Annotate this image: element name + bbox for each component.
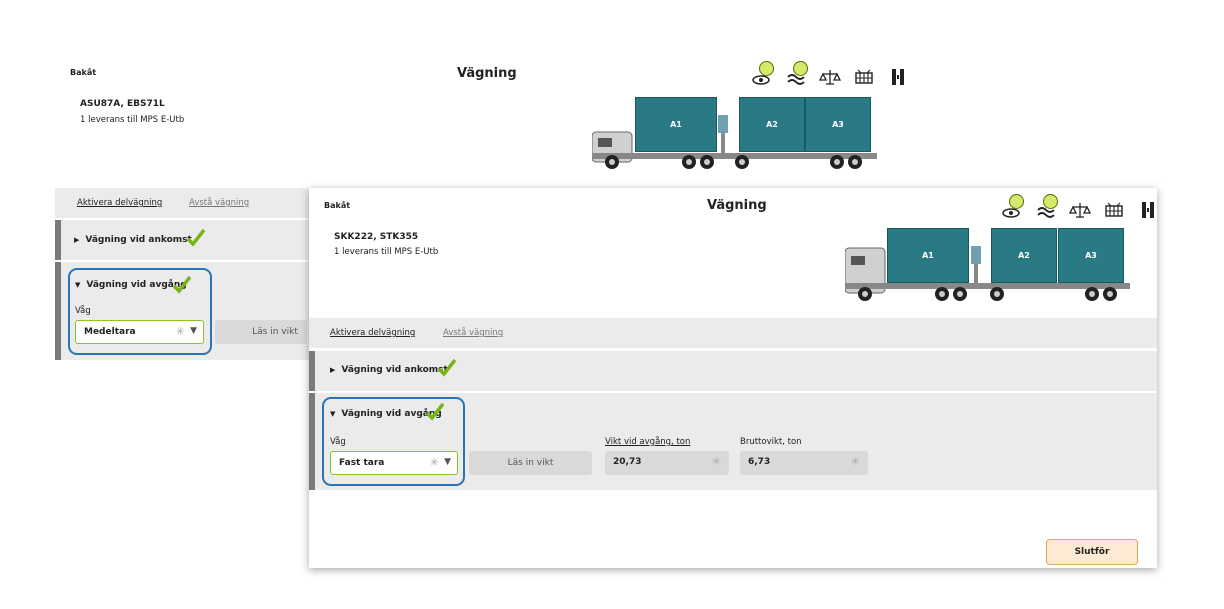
delivery-summary: 1 leverans till MPS E-Utb bbox=[334, 247, 439, 257]
arrival-row[interactable]: ▶ Vägning vid ankomst bbox=[309, 351, 1157, 391]
check-badge-icon bbox=[759, 61, 774, 76]
chevron-down-icon: ▼ bbox=[190, 326, 197, 336]
back-button[interactable]: Bakåt bbox=[70, 68, 97, 77]
tab-activate-partial[interactable]: Aktivera delvägning bbox=[77, 198, 163, 208]
status-icon-bar bbox=[751, 61, 909, 87]
container-a1[interactable]: A1 bbox=[887, 228, 969, 283]
weight-departure-label: Vikt vid avgång, ton bbox=[605, 437, 691, 447]
container-a1[interactable]: A1 bbox=[635, 97, 717, 152]
tab-activate-partial[interactable]: Aktivera delvägning bbox=[330, 328, 416, 338]
tab-skip-weighing[interactable]: Avstå vägning bbox=[189, 198, 250, 208]
scale-icon[interactable] bbox=[818, 67, 842, 87]
container-a2[interactable]: A2 bbox=[991, 228, 1057, 283]
back-button[interactable]: Bakåt bbox=[324, 201, 351, 210]
read-weight-button[interactable]: Läs in vikt bbox=[469, 451, 592, 475]
front-screen: Bakåt Vägning SKK222, STK355 1 leverans … bbox=[309, 188, 1157, 568]
required-icon: ✳ bbox=[850, 455, 860, 468]
scale-label: Våg bbox=[75, 306, 91, 316]
expand-triangle-icon: ▶ bbox=[330, 366, 336, 374]
vehicle-registrations: ASU87A, EBS71L bbox=[80, 99, 165, 109]
page-title: Vägning bbox=[457, 66, 517, 81]
read-weight-button[interactable]: Läs in vikt bbox=[215, 320, 307, 344]
departure-highlight bbox=[322, 397, 465, 486]
scale-select[interactable]: Fast tara ✳ ▼ bbox=[330, 451, 458, 475]
check-badge-icon bbox=[793, 61, 808, 76]
required-icon: ✳ bbox=[429, 456, 439, 469]
container-a2[interactable]: A2 bbox=[739, 97, 805, 152]
truck-illustration bbox=[845, 246, 1130, 301]
grid-icon[interactable] bbox=[1103, 200, 1125, 220]
check-icon bbox=[425, 402, 445, 421]
departure-label: Vägning vid avgång bbox=[86, 280, 187, 290]
departure-label: Vägning vid avgång bbox=[341, 409, 442, 419]
required-icon: ✳ bbox=[711, 455, 721, 468]
check-icon bbox=[172, 275, 192, 294]
container-a3[interactable]: A3 bbox=[805, 97, 871, 152]
gross-weight-label: Bruttovikt, ton bbox=[740, 437, 802, 447]
finish-button[interactable]: Slutför bbox=[1046, 539, 1138, 565]
check-badge-icon bbox=[1009, 194, 1024, 209]
grid-icon[interactable] bbox=[853, 67, 875, 87]
weight-departure-field[interactable]: 20,73 ✳ bbox=[605, 451, 729, 475]
truck-illustration bbox=[592, 115, 877, 169]
check-icon bbox=[437, 358, 457, 377]
road-icon[interactable] bbox=[1137, 200, 1159, 220]
departure-highlight bbox=[68, 268, 212, 355]
expand-triangle-icon: ▶ bbox=[74, 236, 80, 244]
status-icon-bar bbox=[1001, 194, 1159, 220]
chevron-down-icon: ▼ bbox=[444, 457, 451, 467]
road-icon[interactable] bbox=[887, 67, 909, 87]
gross-weight-field[interactable]: 6,73 ✳ bbox=[740, 451, 868, 475]
page-title: Vägning bbox=[707, 198, 767, 213]
delivery-summary: 1 leverans till MPS E-Utb bbox=[80, 115, 185, 125]
eye-check-icon[interactable] bbox=[751, 61, 774, 87]
check-icon bbox=[186, 228, 206, 247]
container-a3[interactable]: A3 bbox=[1058, 228, 1124, 283]
collapse-triangle-icon: ▼ bbox=[330, 410, 336, 418]
collapse-triangle-icon: ▼ bbox=[75, 281, 81, 289]
required-icon: ✳ bbox=[175, 325, 185, 338]
arrival-label: Vägning vid ankomst bbox=[341, 365, 448, 375]
scale-select[interactable]: Medeltara ✳ ▼ bbox=[75, 320, 204, 344]
scale-icon[interactable] bbox=[1068, 200, 1092, 220]
tab-skip-weighing[interactable]: Avstå vägning bbox=[443, 328, 504, 338]
tab-bar bbox=[309, 318, 1157, 348]
eye-check-icon[interactable] bbox=[1001, 194, 1024, 220]
approx-check-icon[interactable] bbox=[785, 61, 808, 87]
check-badge-icon bbox=[1043, 194, 1058, 209]
arrival-label: Vägning vid ankomst bbox=[85, 235, 192, 245]
vehicle-registrations: SKK222, STK355 bbox=[334, 232, 419, 242]
scale-label: Våg bbox=[330, 437, 346, 447]
approx-check-icon[interactable] bbox=[1035, 194, 1058, 220]
